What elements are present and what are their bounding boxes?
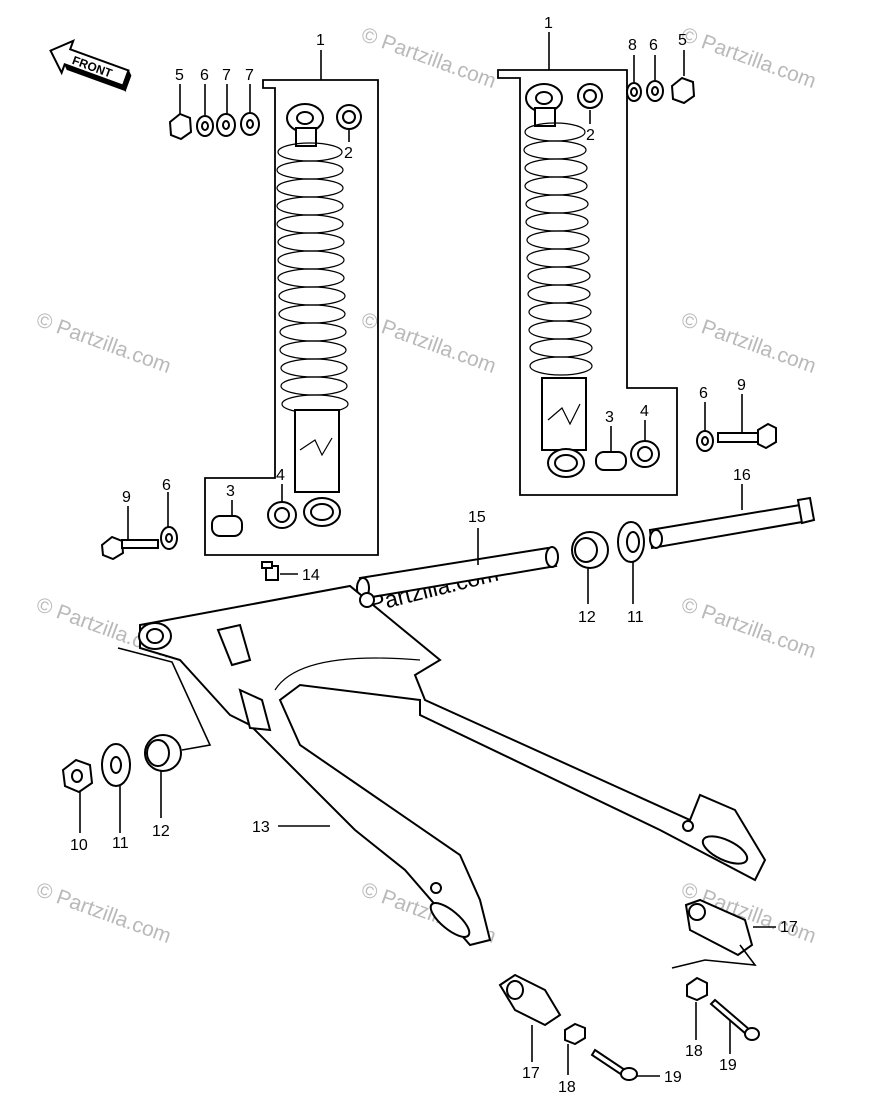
chain-adjuster-hardware [498, 898, 760, 1081]
label-shock-right: 1 [544, 15, 553, 32]
label-bushing12-left: 12 [152, 823, 170, 840]
label-washer6-bottom-left: 6 [162, 477, 171, 494]
label-washer7-a: 7 [222, 67, 231, 84]
label-sleeve-left: 3 [226, 483, 235, 500]
label-nut-left: 5 [175, 67, 184, 84]
shock-panel-right [497, 69, 678, 496]
label-washer7-b: 7 [245, 67, 254, 84]
label-collar-right: 2 [586, 127, 595, 144]
label-bushing-right: 4 [640, 403, 649, 420]
part-labels: 1 1 2 2 3 3 4 4 5 5 6 6 6 6 7 7 8 9 9 10… [70, 15, 798, 1096]
label-bolt19-right: 19 [719, 1057, 737, 1074]
label-pivot-sleeve: 15 [468, 509, 486, 526]
front-arrow-icon: FRONT [49, 38, 132, 92]
grease-fitting [261, 561, 279, 581]
watermark: © Partzilla.com [358, 308, 499, 378]
label-grease-fitting: 14 [302, 567, 320, 584]
shock-panel-left [204, 79, 379, 556]
pivot-bolt [648, 496, 816, 550]
hardware-top-left [168, 104, 362, 141]
shock-absorber-right [523, 83, 593, 478]
watermark: © Partzilla.com [358, 23, 499, 93]
watermark: © Partzilla.com [33, 878, 174, 948]
label-washer8: 8 [628, 37, 637, 54]
hardware-left-lower [100, 501, 297, 561]
label-washer11-left: 11 [112, 835, 129, 852]
label-adjuster17-right: 17 [780, 919, 798, 936]
pivot-hardware-right [571, 521, 645, 569]
label-bushing12-right: 12 [578, 609, 596, 626]
watermark: © Partzilla.com [678, 593, 819, 663]
label-pivot-bolt: 16 [733, 467, 751, 484]
label-washer6-mid-right: 6 [699, 385, 708, 402]
hardware-top-right [577, 76, 696, 109]
label-bolt9-right: 9 [737, 377, 746, 394]
label-nut-right: 5 [678, 32, 687, 49]
label-adjuster17-left: 17 [522, 1065, 540, 1082]
swingarm [138, 584, 767, 947]
label-nut10: 10 [70, 837, 88, 854]
label-bushing-left: 4 [276, 467, 285, 484]
label-nut18-left: 18 [558, 1079, 576, 1096]
label-sleeve-right: 3 [605, 409, 614, 426]
label-bolt19-left: 19 [664, 1069, 682, 1086]
shock-absorber-left [276, 103, 349, 527]
watermark: © Partzilla.com [678, 308, 819, 378]
label-nut18-right: 18 [685, 1043, 703, 1060]
watermark: © Partzilla.com [678, 23, 819, 93]
leader-lines [79, 32, 776, 1077]
label-collar-left: 2 [344, 145, 353, 162]
label-bolt9-left: 9 [122, 489, 131, 506]
pivot-hardware-left [61, 734, 182, 794]
label-swingarm: 13 [252, 819, 270, 836]
label-washer11-right: 11 [627, 609, 644, 626]
label-washer6-top-right: 6 [649, 37, 658, 54]
hardware-right-lower [595, 422, 777, 471]
label-shock-left: 1 [316, 32, 325, 49]
pivot-sleeve [356, 546, 559, 600]
watermark: © Partzilla.com [33, 308, 174, 378]
label-washer6-top-left: 6 [200, 67, 209, 84]
